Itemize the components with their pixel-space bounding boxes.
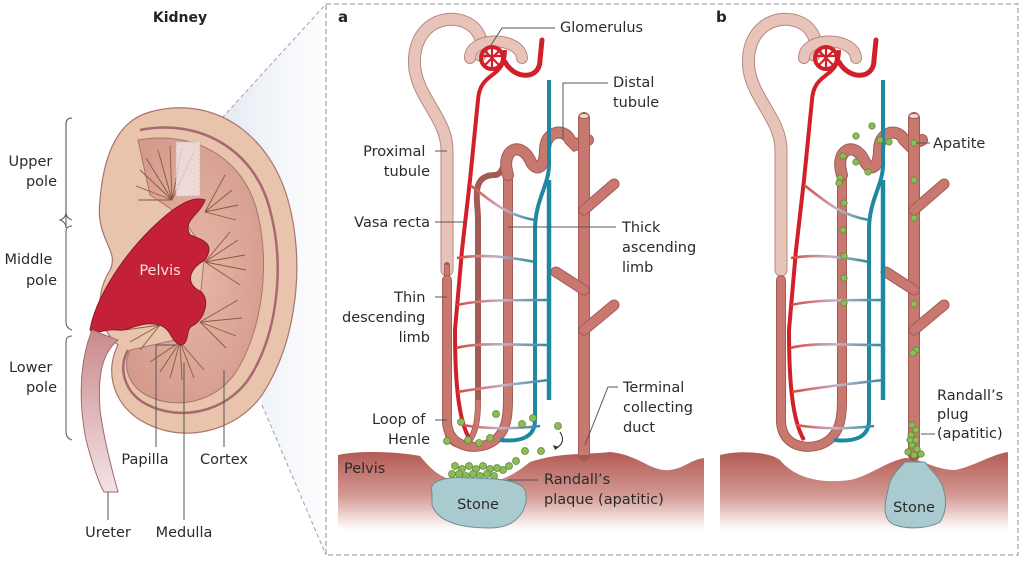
kidney-pelvis-label: Pelvis bbox=[139, 263, 180, 279]
proximal-tubule bbox=[408, 13, 488, 276]
panel-b-letter: b bbox=[716, 8, 727, 26]
bowman-capsule bbox=[465, 36, 527, 63]
efferent-arteriole-b bbox=[836, 37, 879, 78]
terminal-collecting-duct-leader bbox=[584, 386, 618, 446]
apatite-label: Apatite bbox=[933, 136, 985, 152]
medulla-label: Medulla bbox=[156, 525, 213, 541]
loop-of-henle bbox=[443, 166, 512, 451]
panel-a: a Pelvis bbox=[338, 8, 704, 530]
apatite-particles-a bbox=[443, 410, 562, 480]
bowman-capsule-b bbox=[799, 36, 861, 63]
loop-of-henle-b bbox=[777, 166, 846, 451]
middle-pole-brace bbox=[65, 225, 73, 331]
capillary-network bbox=[455, 183, 550, 430]
lower-pole-label: Lower pole bbox=[9, 360, 57, 396]
middle-pole-label: Middle pole bbox=[4, 252, 57, 289]
randalls-plaque-label: Randall’s plaque (apatitic) bbox=[544, 472, 664, 508]
distal-tubule-leader bbox=[562, 82, 608, 140]
stone-a-label: Stone bbox=[457, 497, 499, 513]
vasa-recta-artery-b bbox=[786, 49, 841, 442]
pelvis-tissue-b bbox=[720, 452, 1008, 530]
panel-b: b bbox=[716, 8, 1008, 530]
loop-of-henle-label: Loop of Henle bbox=[372, 412, 430, 448]
panel-a-letter: a bbox=[338, 8, 348, 26]
papilla-label: Papilla bbox=[121, 452, 168, 468]
thin-descending-limb-label: Thin descending limb bbox=[342, 290, 430, 346]
kidney-illustration: Kidney bbox=[4, 3, 327, 556]
randalls-plug-label: Randall’s plug (apatitic) bbox=[937, 388, 1008, 442]
panel-a-pelvis-label: Pelvis bbox=[344, 461, 385, 477]
kidney-title: Kidney bbox=[153, 10, 207, 26]
vasa-recta-vein bbox=[499, 80, 551, 443]
kidney-medulla bbox=[126, 137, 264, 404]
proximal-tubule-b bbox=[742, 13, 822, 276]
ureter-label: Ureter bbox=[85, 525, 131, 541]
zoom-line-bottom bbox=[261, 404, 327, 556]
zoom-line-top bbox=[221, 3, 327, 119]
upper-pole-brace-end bbox=[65, 117, 73, 221]
stone-b-label: Stone bbox=[893, 500, 935, 516]
renal-pelvis bbox=[89, 198, 210, 346]
distal-tubule-b bbox=[835, 127, 927, 180]
collecting-duct-branches bbox=[550, 178, 620, 336]
sample-region-box bbox=[175, 141, 201, 197]
kidney-capsule-line bbox=[122, 126, 279, 415]
ureter bbox=[80, 329, 119, 493]
vasa-recta-artery bbox=[452, 49, 507, 442]
stone-b bbox=[884, 461, 946, 529]
proximal-tubule-label: Proximal tubule bbox=[363, 144, 430, 180]
zoom-panel-frame bbox=[325, 3, 1019, 556]
terminal-collecting-duct-label: Terminal collecting duct bbox=[622, 380, 698, 436]
upper-pole-label: Upper pole bbox=[8, 154, 57, 190]
lower-pole-brace bbox=[65, 335, 73, 441]
distal-tubule-label: Distal tubule bbox=[613, 75, 659, 111]
apatite-deposits-b bbox=[835, 122, 920, 357]
glomerulus-b bbox=[813, 45, 839, 71]
randalls-plug-cluster bbox=[904, 421, 925, 459]
stone-a bbox=[431, 477, 527, 529]
glomerulus-leader bbox=[490, 27, 555, 46]
collecting-duct-b-opening bbox=[908, 113, 920, 119]
vasa-recta-vein-b bbox=[833, 80, 885, 443]
cortex-label: Cortex bbox=[200, 452, 248, 468]
collecting-duct-b-branches bbox=[880, 178, 950, 336]
distal-tubule bbox=[501, 127, 593, 180]
thick-ascending-limb-label: Thick ascending limb bbox=[621, 220, 701, 276]
capillary-network-b bbox=[789, 183, 884, 430]
vasa-recta-label: Vasa recta bbox=[354, 215, 430, 231]
glomerulus bbox=[479, 45, 505, 71]
efferent-arteriole bbox=[502, 37, 545, 78]
glomerulus-label: Glomerulus bbox=[560, 20, 643, 36]
migration-arrowhead bbox=[553, 445, 559, 450]
collecting-duct-opening bbox=[578, 113, 590, 119]
migration-arrow bbox=[554, 431, 564, 449]
